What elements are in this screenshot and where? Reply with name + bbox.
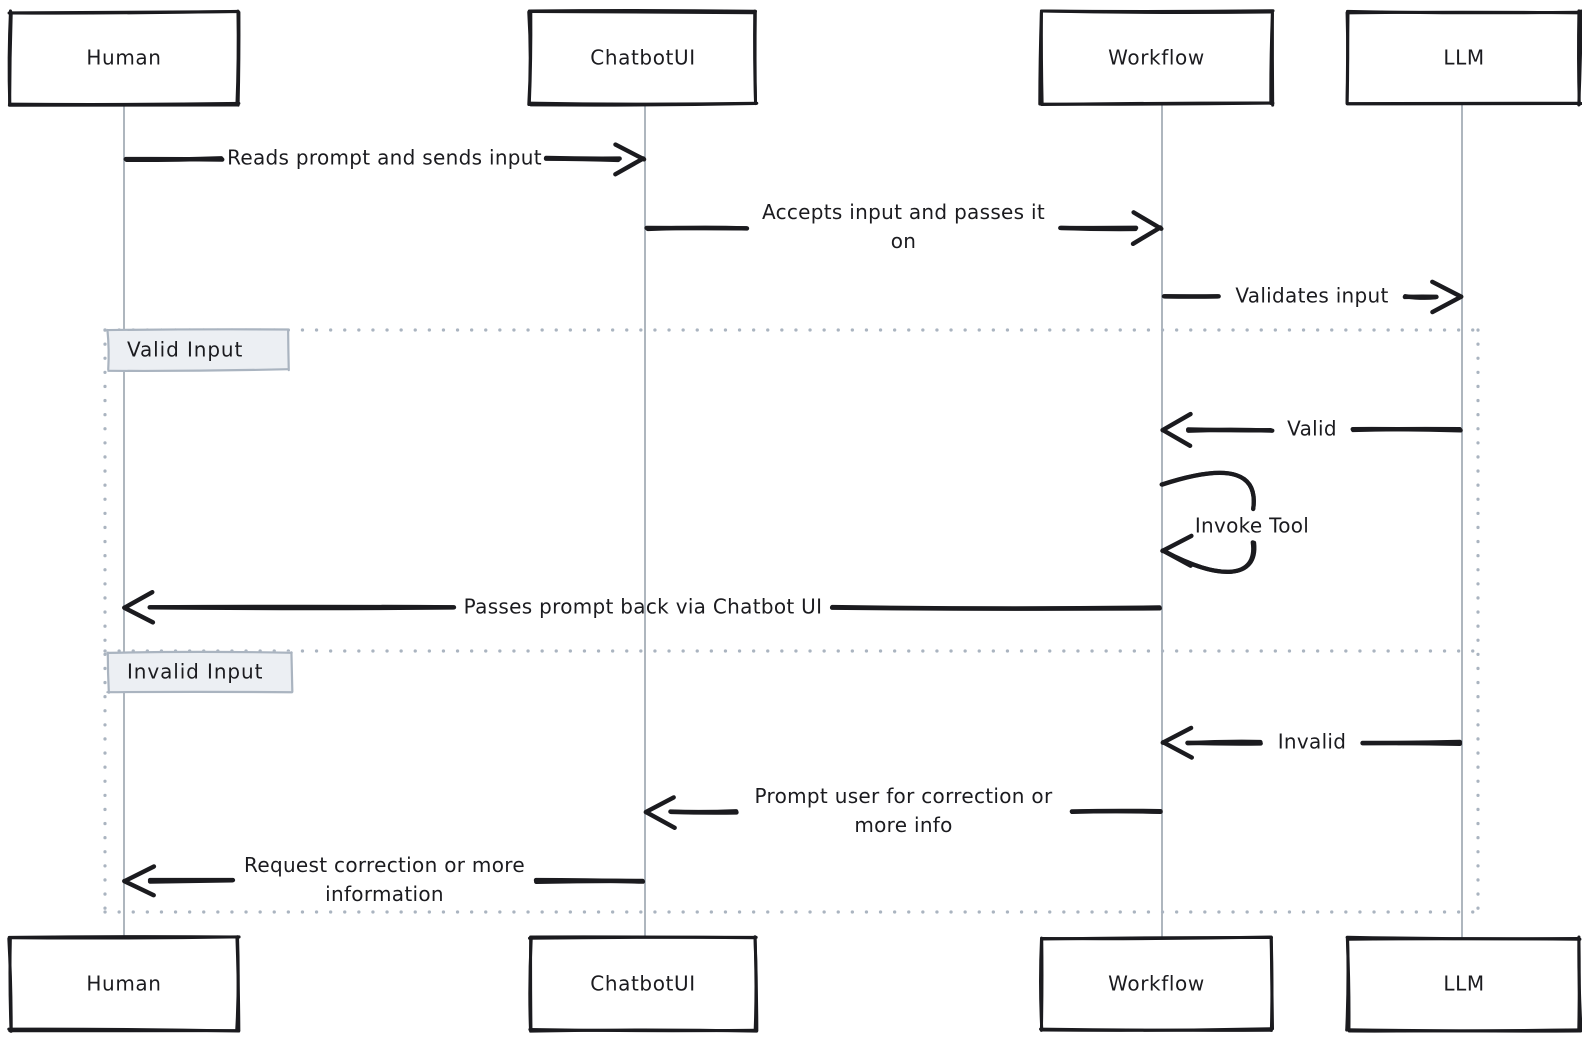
alt-fragment-boundary: [103, 328, 1480, 914]
actor-name: Human: [86, 972, 161, 996]
actor-name: Workflow: [1108, 972, 1205, 996]
actor-name: ChatbotUI: [590, 972, 695, 996]
actor-box-workflow-top[interactable]: Workflow: [1038, 9, 1275, 107]
actor-box-llm-top[interactable]: LLM: [1345, 9, 1582, 107]
actor-name: Workflow: [1108, 46, 1205, 70]
actor-box-workflow-bottom[interactable]: Workflow: [1039, 935, 1274, 1032]
group-fragments-layer: [103, 328, 1480, 914]
message-label-line: Validates input: [1235, 284, 1388, 308]
actor-box-human-top[interactable]: Human: [7, 9, 241, 107]
message-label: Validates input: [1235, 284, 1388, 308]
message-label: Prompt user for correction or more info: [755, 784, 1053, 837]
message-m4: Valid: [1160, 411, 1463, 449]
message-line: [643, 795, 1163, 830]
message-line: [644, 210, 1164, 247]
message-label: Passes prompt back via Chatbot UI: [464, 595, 823, 619]
message-label-line: Valid: [1287, 417, 1337, 441]
message-line: [123, 142, 647, 177]
message-m8: Prompt user for correction or more info: [643, 784, 1163, 837]
message-label-line: on: [891, 229, 917, 253]
message-m3: Validates input: [1161, 279, 1464, 315]
message-label: Accepts input and passes it on: [762, 200, 1045, 253]
message-line: [122, 864, 646, 898]
fragment-label-invalid[interactable]: Invalid Input: [106, 650, 294, 694]
actor-box-chatbotui-bottom[interactable]: ChatbotUI: [527, 935, 759, 1033]
message-label: Reads prompt and sends input: [227, 146, 542, 170]
actor-box-human-bottom[interactable]: Human: [7, 935, 241, 1033]
lifelines-layer: [123, 104, 1463, 938]
message-line: [122, 589, 1162, 625]
message-label-line: information: [325, 882, 444, 906]
message-label-line: Request correction or more: [244, 853, 525, 877]
message-label: Invoke Tool: [1195, 514, 1309, 538]
actor-name: Human: [86, 46, 161, 70]
message-label: Valid: [1287, 417, 1337, 441]
message-m9: Request correction or more information: [122, 853, 646, 906]
message-label-line: Passes prompt back via Chatbot UI: [464, 595, 823, 619]
message-label-line: more info: [854, 813, 952, 837]
message-label: Invalid: [1278, 730, 1347, 754]
self-loop-arrow: [1159, 470, 1257, 574]
message-label-line: Invalid: [1278, 730, 1347, 754]
actor-box-llm-bottom[interactable]: LLM: [1345, 935, 1582, 1033]
actor-box-chatbotui-top[interactable]: ChatbotUI: [527, 9, 759, 107]
actor-name: ChatbotUI: [590, 46, 695, 70]
fragment-label-valid[interactable]: Valid Input: [106, 328, 290, 373]
message-m7: Invalid: [1160, 725, 1463, 760]
actor-name: LLM: [1443, 972, 1484, 996]
fragment-label-text: Valid Input: [127, 338, 243, 362]
message-m2: Accepts input and passes it on: [644, 200, 1164, 253]
message-label-line: Reads prompt and sends input: [227, 146, 542, 170]
message-line: [1160, 725, 1463, 760]
message-line: [1160, 411, 1463, 449]
message-label-line: Prompt user for correction or: [755, 784, 1053, 808]
message-label: Request correction or more information: [244, 853, 525, 906]
message-m5: Invoke Tool: [1159, 470, 1309, 574]
message-m6: Passes prompt back via Chatbot UI: [122, 589, 1162, 625]
message-m1: Reads prompt and sends input: [123, 142, 647, 177]
actor-name: LLM: [1443, 46, 1484, 70]
message-line: [1161, 279, 1464, 315]
fragment-label-text: Invalid Input: [127, 660, 263, 684]
actor-boxes-layer: HumanHumanChatbotUIChatbotUIWorkflowWork…: [7, 9, 1582, 1033]
message-label-line: Accepts input and passes it: [762, 200, 1045, 224]
